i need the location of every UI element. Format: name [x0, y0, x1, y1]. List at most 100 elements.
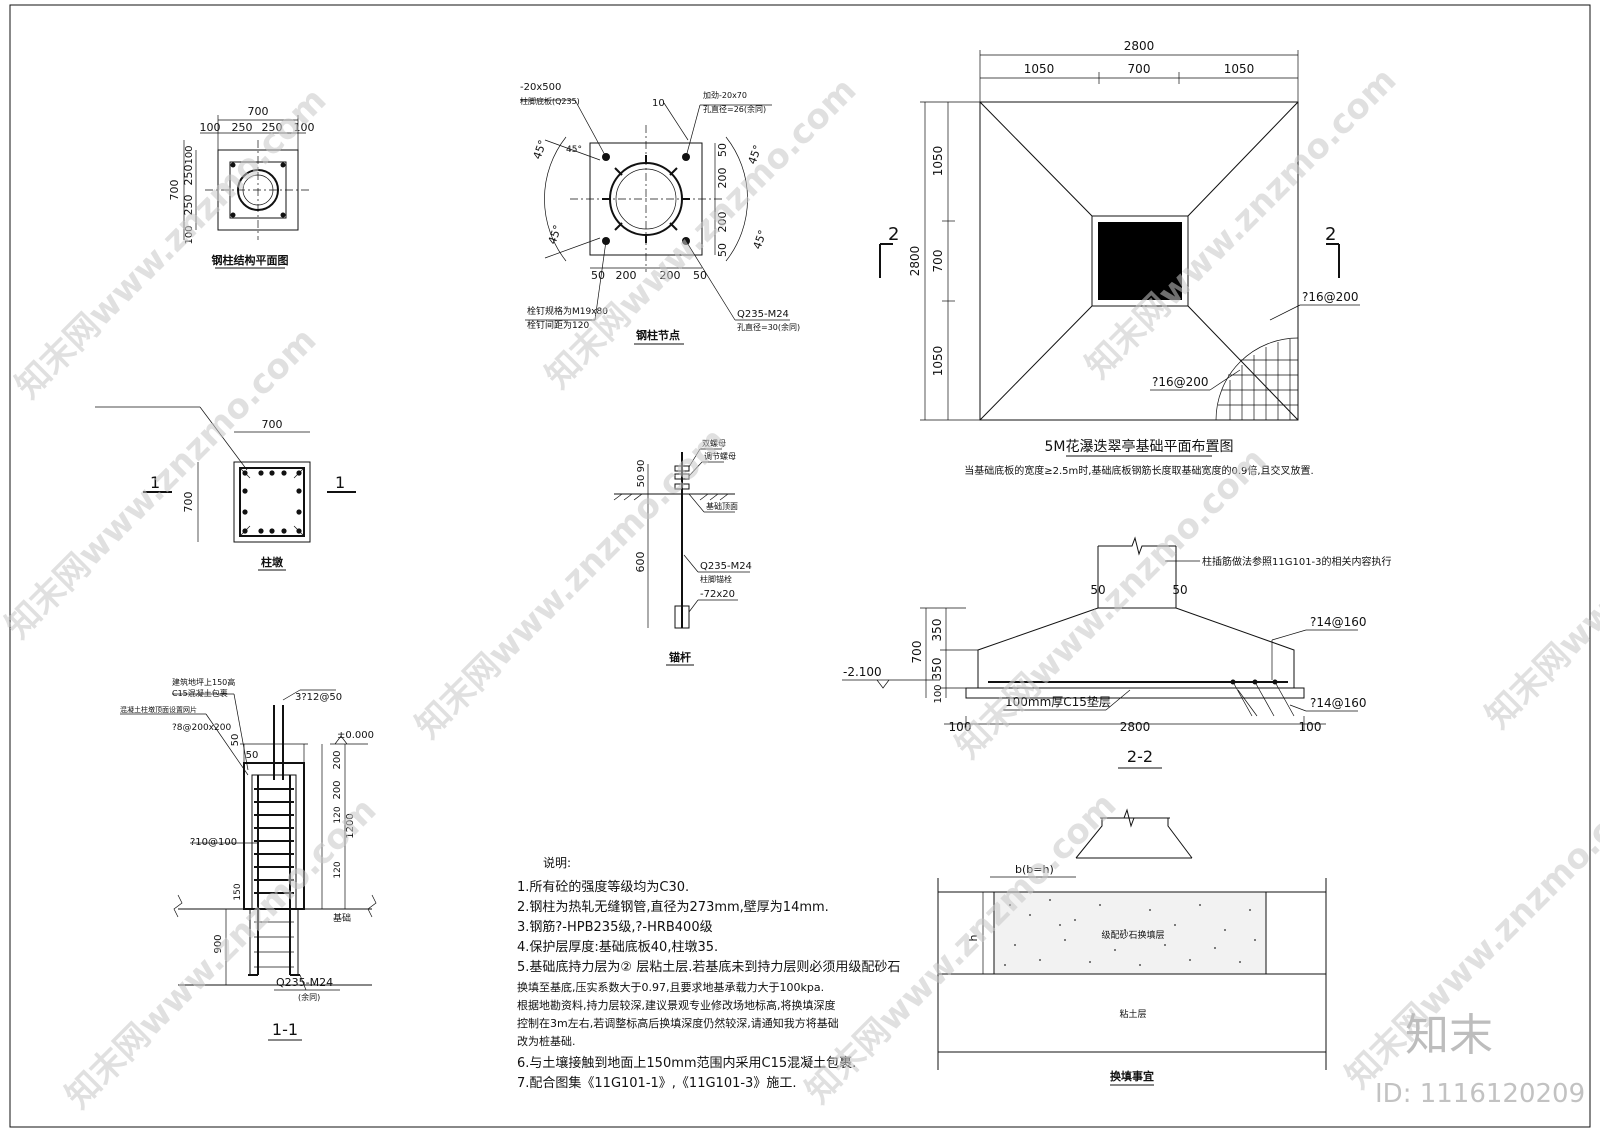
fplan-dim-top-1: 700 — [1128, 62, 1151, 76]
joint-stiffener-sub: 孔直径=26(余同) — [703, 104, 766, 114]
anchor-plate: -72x20 — [700, 589, 735, 600]
notes-line-1: 2.钢柱为热轧无缝钢管,直径为273mm,壁厚为14mm. — [517, 900, 829, 915]
pier-title: 柱墩 — [261, 555, 284, 569]
backfill-clay-label: 粘土层 — [1119, 1008, 1146, 1020]
plan-dim-top-1: 250 — [232, 121, 253, 134]
watermark-text-5: 知末网www.znzmo.com — [408, 420, 734, 746]
joint-dim-bottom-2: 200 — [660, 269, 681, 282]
sec11-title: 1-1 — [272, 1020, 298, 1039]
anchor-bolt-sub: 柱脚锚栓 — [700, 574, 732, 584]
backfill-fill-label: 级配砂石换填层 — [1101, 929, 1164, 941]
sec11-dim-4b: 120 — [333, 861, 343, 878]
fplan-section-mark-right: 2 — [1325, 224, 1336, 245]
anchor-title: 锚杆 — [669, 650, 691, 664]
plan-dim-top-2: 250 — [262, 121, 283, 134]
backfill-title: 换填事宜 — [1110, 1069, 1154, 1083]
fplan-dim-left-total: 2800 — [908, 246, 922, 277]
joint-angle-2: 45° — [546, 223, 565, 246]
fplan-rebar-2: ?16@200 — [1152, 375, 1209, 389]
joint-weld: 10 — [652, 98, 665, 109]
steel-joint: 45° 45° 45° 45° 45° -20x500 柱脚底板(Q235) 加… — [520, 82, 800, 345]
column-pier-fill — [1098, 222, 1182, 300]
backfill-label-h: h — [967, 934, 980, 941]
joint-bolt-sub: 孔直径=30(余同) — [737, 322, 800, 332]
sec22-dim-top-1: 50 — [1172, 583, 1187, 597]
plan-dim-side-edge-0: 100 — [184, 145, 195, 164]
pier-section-mark-right: 1 — [335, 473, 345, 492]
backfill-label-bh: b(b=h) — [1015, 863, 1054, 876]
sec22-dim-top-0: 50 — [1090, 583, 1105, 597]
plan-dim-side-0: 250 — [182, 165, 195, 186]
pier-dim-w: 700 — [262, 418, 283, 431]
plan-dim-side-edge-1: 100 — [184, 225, 195, 244]
sec11-dim-0: 150 — [233, 883, 243, 900]
sec22-dim-bottom-1: 2800 — [1120, 720, 1151, 734]
notes-line-6: 根据地勘资料,持力层较深,建议景观专业修改场地标高,将换填深度 — [517, 998, 836, 1012]
joint-dim-right-2: 200 — [716, 212, 729, 233]
general-notes: 说明: 1.所有砼的强度等级均为C30. 2.钢柱为热轧无缝钢管,直径为273m… — [517, 855, 900, 1091]
sec11-elev: ±0.000 — [337, 730, 374, 741]
sec22-rebar-bot: ?14@160 — [1310, 696, 1367, 710]
watermark-text-6: 知末网www.znzmo.com — [948, 440, 1274, 766]
notes-line-3: 4.保护层厚度:基础底板40,柱墩35. — [517, 939, 718, 955]
anchor-label-0: 双螺母 — [702, 438, 726, 448]
sec11-rebar-top: 3?12@50 — [295, 692, 342, 703]
fplan-section-mark-left: 2 — [888, 224, 899, 245]
watermark-layer: 知末网www.znzmo.com 知末网www.znzmo.com 知末网www… — [0, 60, 1600, 1116]
sec11-base-label: 基础 — [333, 912, 351, 924]
sec11-dim-1: 50 — [246, 750, 259, 761]
sec22-dim-bottom-0: 100 — [949, 720, 972, 734]
sec11-bolt: Q235-M24 — [276, 976, 333, 989]
gravel-speckle — [1004, 899, 1256, 966]
section-1-1: ±0.000 200 200 1200 120 120 50 50 900 15… — [120, 677, 377, 1041]
sec22-elev: -2.100 — [843, 665, 882, 679]
joint-dim-bottom-0: 50 — [591, 269, 605, 282]
joint-stiffener: 加劲-20x70 — [703, 90, 747, 100]
joint-bolt: Q235-M24 — [737, 309, 789, 320]
sec11-note-1: 建筑地坪上150高 — [172, 677, 235, 687]
sec11-note-2b: ?8@200x200 — [172, 723, 231, 733]
foundation-plan-note: 当基础底板的宽度≥2.5m时,基础底板钢筋长度取基础宽度的0.9倍,且交叉放置. — [964, 464, 1313, 477]
fplan-dim-left-0: 1050 — [931, 146, 945, 177]
anchor-dim-2: 600 — [634, 552, 647, 573]
joint-angle-4: 45° — [751, 228, 770, 251]
sec22-dim-left-2: 100 — [933, 684, 944, 703]
notes-line-9: 6.与土壤接触到地面上150mm范围内采用C15混凝土包裹. — [517, 1055, 856, 1071]
sec11-note-2: 混凝土柱墩顶面设置网片 — [120, 705, 197, 714]
joint-stud: 栓钉规格为M19x80 — [527, 305, 608, 317]
notes-line-4: 5.基础底持力层为② 层粘土层.若基底未到持力层则必须用级配砂石 — [517, 959, 900, 975]
plan-dim-side-total: 700 — [168, 180, 181, 201]
sec22-title: 2-2 — [1127, 747, 1153, 766]
sec11-bolt-sub: (余同) — [298, 992, 320, 1002]
joint-angle-3: 45° — [746, 143, 765, 166]
plan-dim-total: 700 — [248, 105, 269, 118]
anchor-label-2: 基础顶面 — [706, 501, 738, 511]
sec22-dim-total-h: 700 — [910, 641, 924, 664]
anchor-rod: 50 90 600 双螺母 调节螺母 基础顶面 Q235-M24 柱脚锚栓 -7… — [613, 438, 752, 666]
joint-plate-sub: 柱脚底板(Q235) — [520, 96, 580, 106]
sec22-rebar-top: ?14@160 — [1310, 615, 1367, 629]
section-2-2: 柱插筋做法参照11G101-3的相关内容执行 50 50 ?14@160 ?14… — [842, 536, 1392, 769]
notes-line-10: 7.配合图集《11G101-1》,《11G101-3》施工. — [517, 1075, 796, 1091]
pier-dim-h: 700 — [182, 492, 195, 513]
sec22-dim-left-1: 350 — [930, 658, 944, 681]
notes-heading: 说明: — [543, 855, 571, 870]
joint-plate-label: -20x500 — [520, 82, 561, 93]
joint-dim-right-0: 50 — [716, 143, 729, 157]
notes-line-2: 3.钢筋?-HPB235级,?-HRB400级 — [517, 919, 713, 935]
joint-dim-right-3: 50 — [716, 243, 729, 257]
sec11-note-1b: C15混凝土包裹 — [172, 688, 228, 698]
notes-line-7: 控制在3m左右,若调整标高后换填深度仍然较深,请通知我方将基础 — [517, 1016, 839, 1030]
sec11-dim-5: 1200 — [345, 813, 356, 838]
watermark-brand: 知末 — [1405, 1010, 1493, 1061]
sec22-dim-left-0: 350 — [930, 619, 944, 642]
sec11-dim-3: 200 — [332, 780, 343, 799]
anchor-bolt: Q235-M24 — [700, 561, 752, 572]
steel-column-plan-title: 钢柱结构平面图 — [212, 253, 289, 267]
plan-dim-top-3: 100 — [294, 121, 315, 134]
joint-angle-1: 45° — [531, 138, 550, 161]
notes-line-0: 1.所有砼的强度等级均为C30. — [517, 879, 689, 895]
steel-joint-title: 钢柱节点 — [636, 328, 680, 342]
joint-dim-bottom-1: 200 — [616, 269, 637, 282]
